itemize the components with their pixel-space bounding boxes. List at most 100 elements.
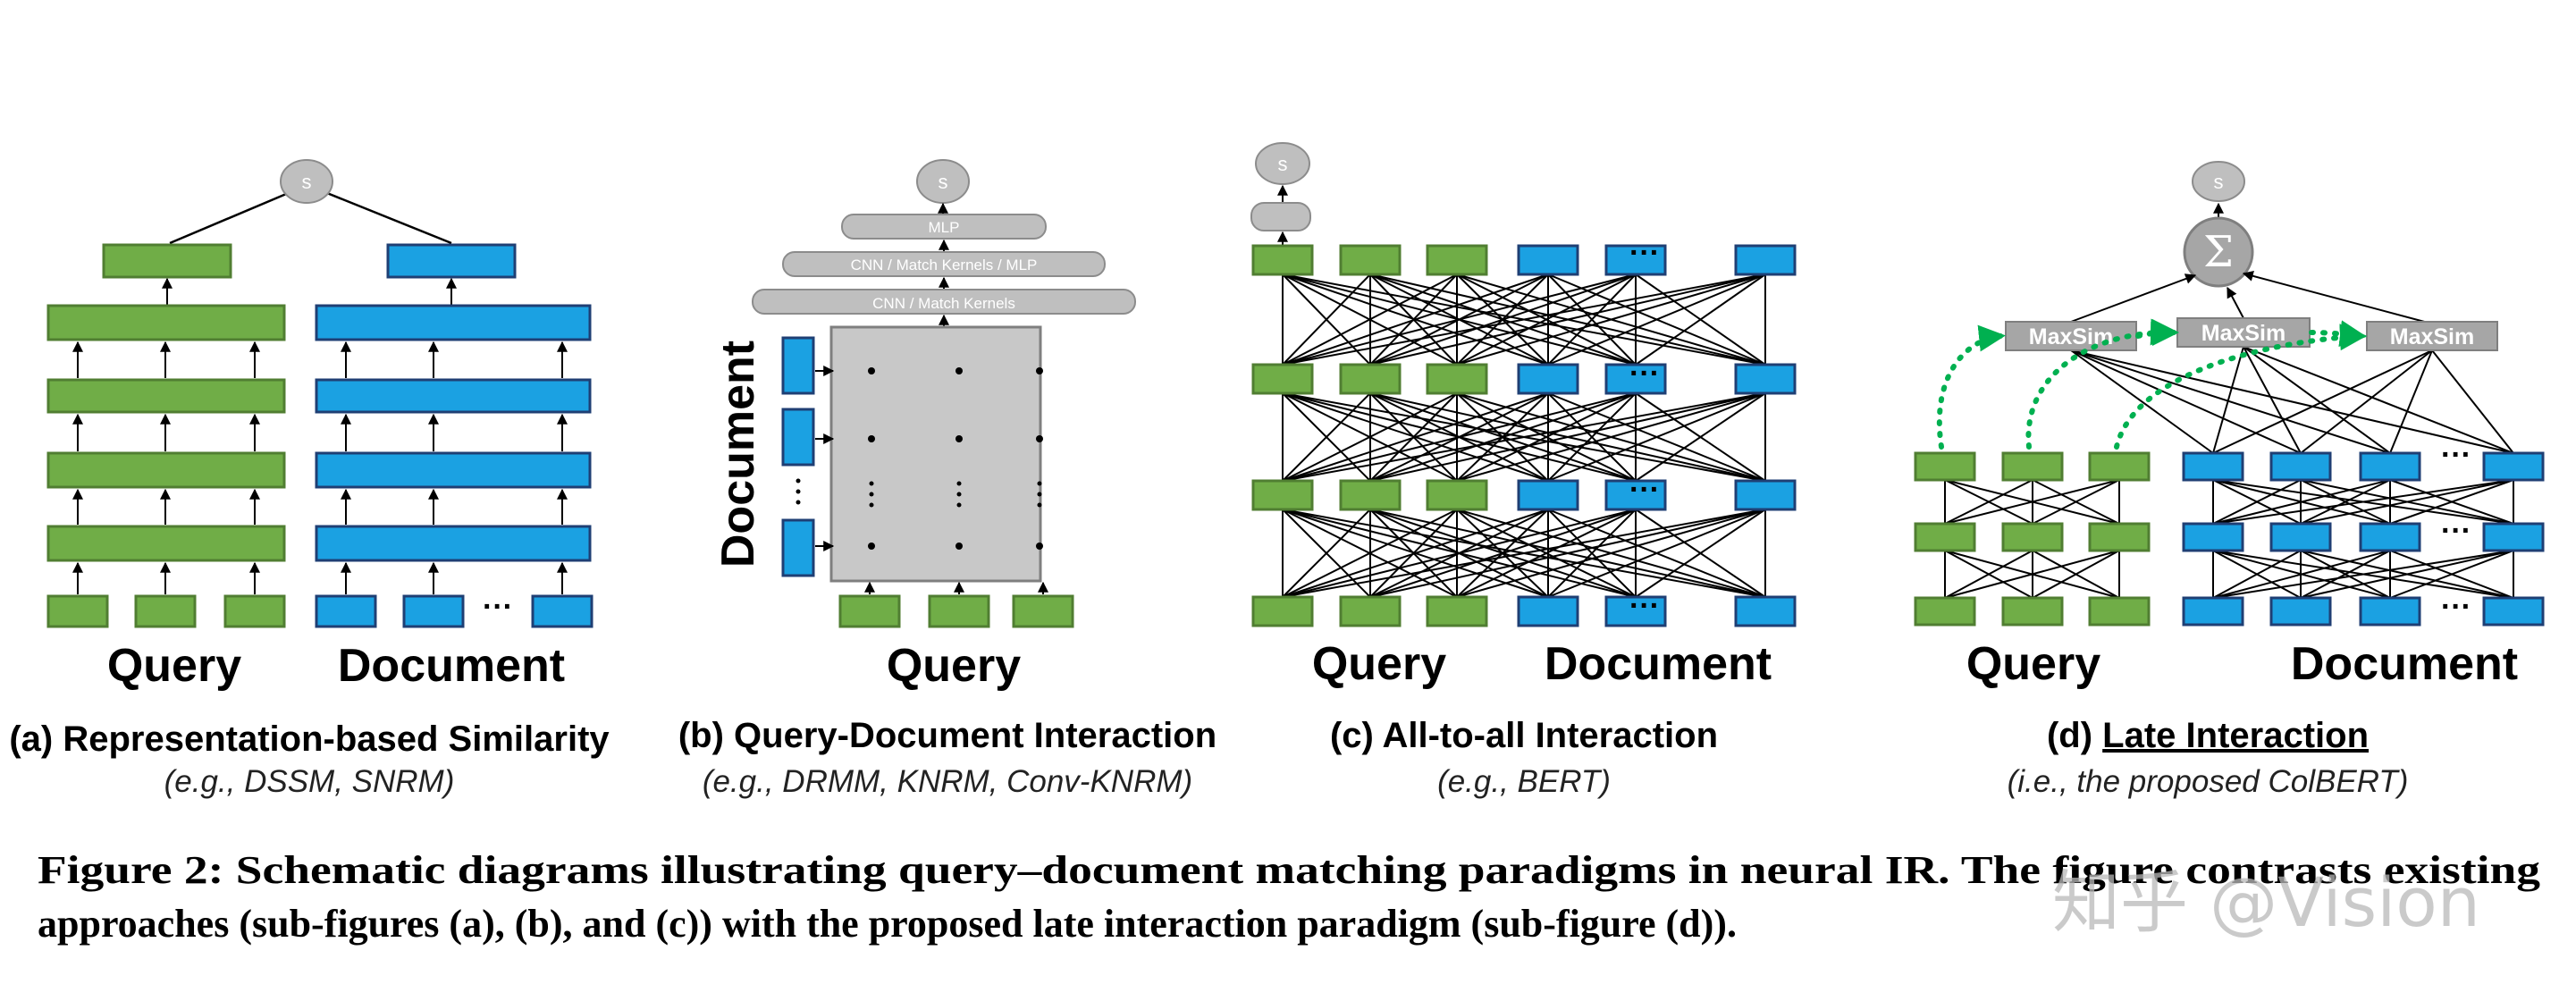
mlp-layer — [841, 214, 1047, 240]
watermark: 知乎 @Vision — [2052, 862, 2480, 942]
query-token — [1914, 596, 1976, 627]
panel-b-query-document-interaction: s MLP CNN / Match Kernels / MLP CNN / Ma… — [678, 159, 1216, 799]
edge — [1944, 479, 2120, 525]
edge — [1456, 509, 1637, 598]
maxsim-to-sum-edges — [2070, 270, 2432, 324]
cls-pooler — [1250, 202, 1311, 231]
caption-prefix: (d) — [2047, 716, 2102, 755]
matrix-dots — [868, 367, 1043, 550]
query-token — [838, 594, 901, 628]
document-layer — [315, 451, 592, 489]
edge — [2212, 550, 2302, 599]
document-token — [2269, 522, 2332, 552]
edge — [1944, 550, 2120, 599]
document-layer — [315, 378, 592, 414]
edge — [1282, 273, 1637, 366]
edge — [2032, 479, 2120, 525]
ellipsis: ··· — [2441, 514, 2471, 548]
edge — [1547, 509, 1637, 598]
document-token — [1734, 479, 1797, 511]
query-token — [1914, 451, 1976, 482]
document-token — [1734, 244, 1797, 276]
query-token — [1251, 363, 1314, 395]
edge — [1282, 509, 1637, 598]
panel-a-representation: s — [9, 159, 610, 799]
mlp-label: MLP — [929, 219, 960, 236]
query-token — [134, 594, 197, 628]
edge — [1282, 392, 1766, 482]
query-token — [1012, 594, 1074, 628]
score-label: s — [1278, 153, 1288, 175]
edge — [1547, 273, 1637, 366]
document-token — [781, 336, 815, 395]
document-layer — [315, 525, 592, 562]
query-token — [1251, 244, 1314, 276]
document-token — [531, 594, 593, 628]
panel-caption-sub: (e.g., DRMM, KNRM, Conv-KNRM) — [703, 764, 1192, 799]
edge — [1369, 273, 1766, 366]
query-label: Query — [107, 640, 241, 692]
figure-caption-line1: Figure 2: Schematic diagrams illustratin… — [38, 848, 2540, 892]
document-token — [2482, 522, 2545, 552]
document-token — [1734, 363, 1797, 395]
edge — [1282, 392, 1458, 482]
query-token — [1339, 363, 1402, 395]
late-interaction-edges — [1944, 346, 2514, 599]
edge — [1547, 392, 1766, 482]
edge — [2212, 550, 2514, 599]
document-token — [2182, 451, 2244, 482]
edge — [1282, 392, 1549, 482]
edge — [1282, 509, 1766, 598]
edge — [2300, 349, 2433, 454]
document-token — [2482, 596, 2545, 627]
panel-d-late-interaction: s Σ MaxSim MaxSim MaxSim ··· ··· ··· Que… — [1914, 161, 2545, 799]
ellipsis: ··· — [483, 590, 513, 624]
query-token — [223, 594, 286, 628]
document-token — [1517, 595, 1579, 627]
query-label: Query — [1966, 638, 2100, 690]
edge — [2300, 550, 2514, 599]
ellipsis: ··· — [1629, 589, 1660, 623]
document-token — [781, 408, 815, 467]
edge — [2389, 479, 2514, 525]
document-token — [781, 518, 815, 577]
edge — [2243, 346, 2514, 454]
edge — [1282, 509, 1371, 598]
document-token — [1517, 479, 1579, 511]
score-label: s — [939, 171, 948, 193]
score-node — [2192, 161, 2245, 202]
edge — [1282, 273, 1549, 366]
figure-caption-line2: approaches (sub-figures (a), (b), and (c… — [38, 902, 1737, 946]
edge — [1547, 273, 1766, 366]
edge — [1456, 509, 1766, 598]
document-token — [2269, 596, 2332, 627]
document-token — [1604, 244, 1667, 276]
document-token — [2182, 522, 2244, 552]
document-token — [1517, 363, 1579, 395]
document-token — [2269, 451, 2332, 482]
mid-layer-label: CNN / Match Kernels / MLP — [851, 257, 1038, 273]
edge — [1456, 392, 1766, 482]
ellipsis: ··· — [2441, 590, 2471, 624]
query-label: Query — [1312, 638, 1446, 690]
edge — [2431, 349, 2514, 454]
query-token — [2088, 596, 2151, 627]
query-token — [1251, 595, 1314, 627]
query-token — [1426, 244, 1488, 276]
edge — [1282, 273, 1458, 366]
edge — [1282, 509, 1549, 598]
score-node — [1255, 142, 1310, 185]
document-token — [2182, 596, 2244, 627]
panel-caption-sub: (e.g., BERT) — [1437, 764, 1611, 799]
edge — [2032, 550, 2120, 599]
edge — [1369, 273, 1637, 366]
edge — [2212, 479, 2514, 525]
document-label: Document — [1545, 638, 1772, 690]
low-layer-label: CNN / Match Kernels — [872, 295, 1015, 312]
document-token — [2482, 451, 2545, 482]
document-token — [2359, 522, 2421, 552]
edge — [1282, 392, 1371, 482]
edge — [1547, 509, 1766, 598]
document-token — [2359, 451, 2421, 482]
